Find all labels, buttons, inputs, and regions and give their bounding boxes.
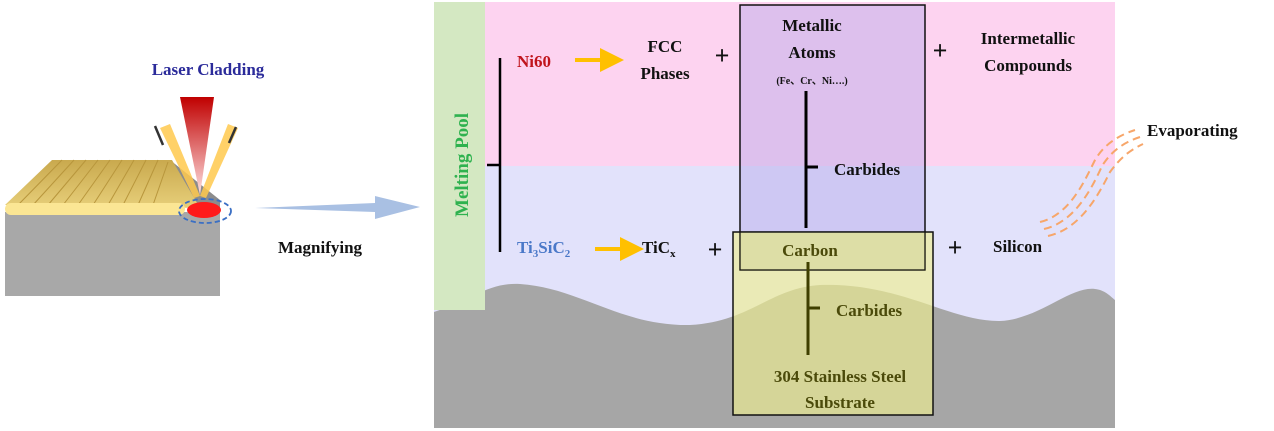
evaporating-label: Evaporating — [1147, 121, 1238, 140]
magnify-arrow — [255, 196, 420, 219]
carbon-box — [739, 231, 926, 271]
laser-cladding-title: Laser Cladding — [152, 60, 265, 79]
powder-beam-left — [160, 124, 200, 198]
clad-front-edge — [5, 203, 185, 215]
carbon-label: Carbon — [782, 241, 838, 260]
evaporation-stream — [1039, 129, 1144, 237]
compounds-label: Compounds — [984, 56, 1072, 75]
nozzle-right — [227, 126, 238, 144]
metallic-label: Metallic — [782, 16, 842, 35]
phases-label: Phases — [640, 64, 690, 83]
melting-pool-strip — [434, 2, 485, 310]
fcc-label: FCC — [648, 37, 683, 56]
melting-pool-label: Melting Pool — [452, 113, 473, 217]
plus-sign: + — [948, 233, 963, 262]
clad-top-surface — [5, 160, 200, 208]
melting-pool-panel: Melting Pool Ni60 FCC Phases + Metallic … — [434, 2, 1115, 428]
plus-sign: + — [933, 36, 948, 65]
intermetallic-label: Intermetallic — [981, 29, 1076, 48]
lower-carbides-label: Carbides — [836, 301, 903, 320]
metallic-atoms-box — [739, 4, 926, 271]
metallic-elements-note: (Fe、Cr、Ni….) — [776, 76, 847, 87]
melt-spot — [187, 202, 221, 218]
ni60-label: Ni60 — [517, 52, 551, 71]
substrate-label-line1: 304 Stainless Steel — [774, 367, 907, 386]
silicon-label: Silicon — [993, 237, 1043, 256]
laser-cladding-illustration: Laser Cladding Magnifying — [5, 60, 420, 296]
magnify-region-marker — [178, 198, 232, 224]
magnifying-label: Magnifying — [278, 238, 363, 257]
atoms-label: Atoms — [788, 43, 836, 62]
substrate-block-front — [5, 212, 220, 296]
plus-sign: + — [715, 41, 730, 70]
ti3sic2-label: Ti3SiC2 — [517, 238, 571, 260]
nozzle-left — [153, 125, 165, 146]
clad-track-lines — [17, 159, 169, 206]
upper-carbides-label: Carbides — [834, 160, 901, 179]
laser-beam — [180, 97, 214, 195]
plus-sign: + — [708, 235, 723, 264]
pink-zone — [434, 2, 1115, 166]
ticx-label: TiCx — [642, 238, 676, 260]
substrate-label-line2: Substrate — [805, 393, 875, 412]
